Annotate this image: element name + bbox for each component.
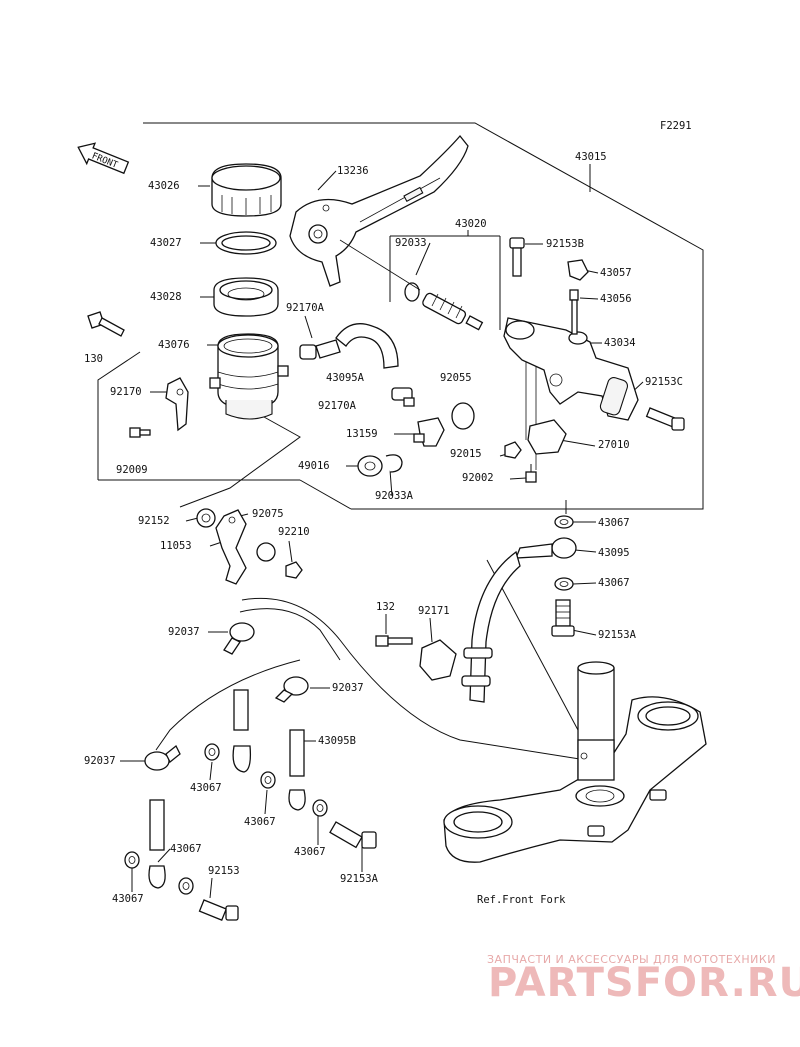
part-label: 43067	[598, 517, 630, 529]
bolt-132	[375, 635, 413, 647]
part-label: 92153B	[546, 238, 584, 250]
part-label: 92210	[278, 526, 310, 538]
diaphragm	[213, 277, 279, 317]
part-label: 43067	[112, 893, 144, 905]
screw-92009	[129, 427, 151, 438]
part-label: 92153A	[598, 629, 637, 641]
part-label: 43076	[158, 339, 190, 351]
part-label: 92037	[84, 755, 116, 767]
washer-43067-a	[554, 515, 574, 529]
reservoir-tank	[209, 333, 289, 420]
part-label: 92015	[450, 448, 482, 460]
screw-92002	[525, 464, 537, 483]
bleeder-cap-43057	[567, 259, 589, 281]
part-label: 13159	[346, 428, 378, 440]
collar-92152	[196, 508, 216, 528]
reservoir-hose	[299, 323, 399, 369]
part-label: 43067	[170, 843, 202, 855]
part-label: 11053	[160, 540, 192, 552]
reservoir-gasket	[215, 231, 277, 255]
ref-front-fork-label: Ref.Front Fork	[477, 894, 566, 906]
banjo-bolt-92153A	[551, 599, 575, 637]
part-label: 92033	[395, 237, 427, 249]
part-label: 130	[84, 353, 103, 365]
part-label: 92002	[462, 472, 494, 484]
part-label: 43095B	[318, 735, 356, 747]
part-label: 43027	[150, 237, 182, 249]
grommet-49016	[357, 455, 383, 477]
part-label: 92171	[418, 605, 450, 617]
part-label: 92055	[440, 372, 472, 384]
part-label: 43095A	[326, 372, 365, 384]
bracket-92170	[165, 377, 189, 432]
part-label: 92152	[138, 515, 170, 527]
brake-switch-27010	[527, 419, 567, 455]
part-label: 27010	[598, 439, 630, 451]
banjo-92037-a	[223, 622, 255, 655]
part-label: 49016	[298, 460, 330, 472]
part-label: 43057	[600, 267, 632, 279]
part-label: 43095	[598, 547, 630, 559]
part-label: 43067	[294, 846, 326, 858]
part-label: 92170A	[318, 400, 357, 412]
front-arrow-icon: FRONT	[77, 142, 130, 175]
part-label: 43067	[190, 782, 222, 794]
diagram-code: F2291	[660, 120, 692, 132]
brake-lever	[289, 134, 469, 287]
hose-fitting-a	[232, 689, 252, 773]
washers-43067-lower	[124, 743, 328, 895]
banjo-92037-c	[144, 744, 181, 771]
hose-clamp	[391, 387, 415, 407]
clip-92033A	[385, 454, 403, 473]
part-label: 92033A	[375, 490, 414, 502]
fitting-13159	[413, 417, 445, 447]
watermark-tagline: ЗАПЧАСТИ И АКСЕССУАРЫ ДЛЯ МОТОТЕХНИКИ	[487, 953, 776, 966]
bracket-11053	[215, 509, 247, 585]
part-label: 92037	[332, 682, 364, 694]
hose-fitting-b	[148, 799, 166, 889]
banjo-fitting-43095	[515, 537, 577, 559]
part-label: 92153C	[645, 376, 683, 388]
part-label: 43034	[604, 337, 636, 349]
part-label: 92037	[168, 626, 200, 638]
part-label: 43067	[598, 577, 630, 589]
master-cylinder-body	[503, 317, 639, 470]
part-label: 43056	[600, 293, 632, 305]
o-ring-92055	[451, 402, 475, 430]
reservoir-cap	[211, 163, 282, 217]
bolt-92153C	[645, 407, 685, 431]
washer-43067-b	[554, 577, 574, 591]
piston-kit	[339, 239, 484, 331]
damper-92075	[256, 542, 276, 562]
part-label: 43015	[575, 151, 607, 163]
part-label: 13236	[337, 165, 369, 177]
nut-92015	[504, 441, 522, 459]
part-label: 92170A	[286, 302, 325, 314]
front-fork-clamp	[443, 661, 707, 863]
bolt-130	[87, 311, 125, 337]
nut-92210	[285, 561, 303, 579]
banjo-bolt-92153	[198, 899, 239, 921]
brake-line-routing	[155, 597, 587, 761]
bleeder-valve-43056	[569, 289, 579, 335]
part-label: 43026	[148, 180, 180, 192]
banjo-92037-b	[274, 676, 309, 703]
hose-guide-92171	[419, 639, 457, 681]
part-label: 43028	[150, 291, 182, 303]
watermark-brand: PARTSFOR.RU	[488, 960, 800, 1006]
part-label: 92170	[110, 386, 142, 398]
part-label: 43020	[455, 218, 487, 230]
brake-hose-main	[461, 550, 521, 703]
part-labels: 43026 43027 43028 43076 130 92170 92009 …	[84, 151, 683, 906]
part-label: 92009	[116, 464, 148, 476]
part-label: 92075	[252, 508, 284, 520]
banjo-bolt-92153A-lower	[329, 821, 377, 849]
part-label: 92153A	[340, 873, 379, 885]
part-label: 132	[376, 601, 395, 613]
part-label: 43067	[244, 816, 276, 828]
bolt-92153B	[509, 237, 525, 277]
hose-fitting-43095B	[288, 729, 306, 811]
part-label: 92153	[208, 865, 240, 877]
